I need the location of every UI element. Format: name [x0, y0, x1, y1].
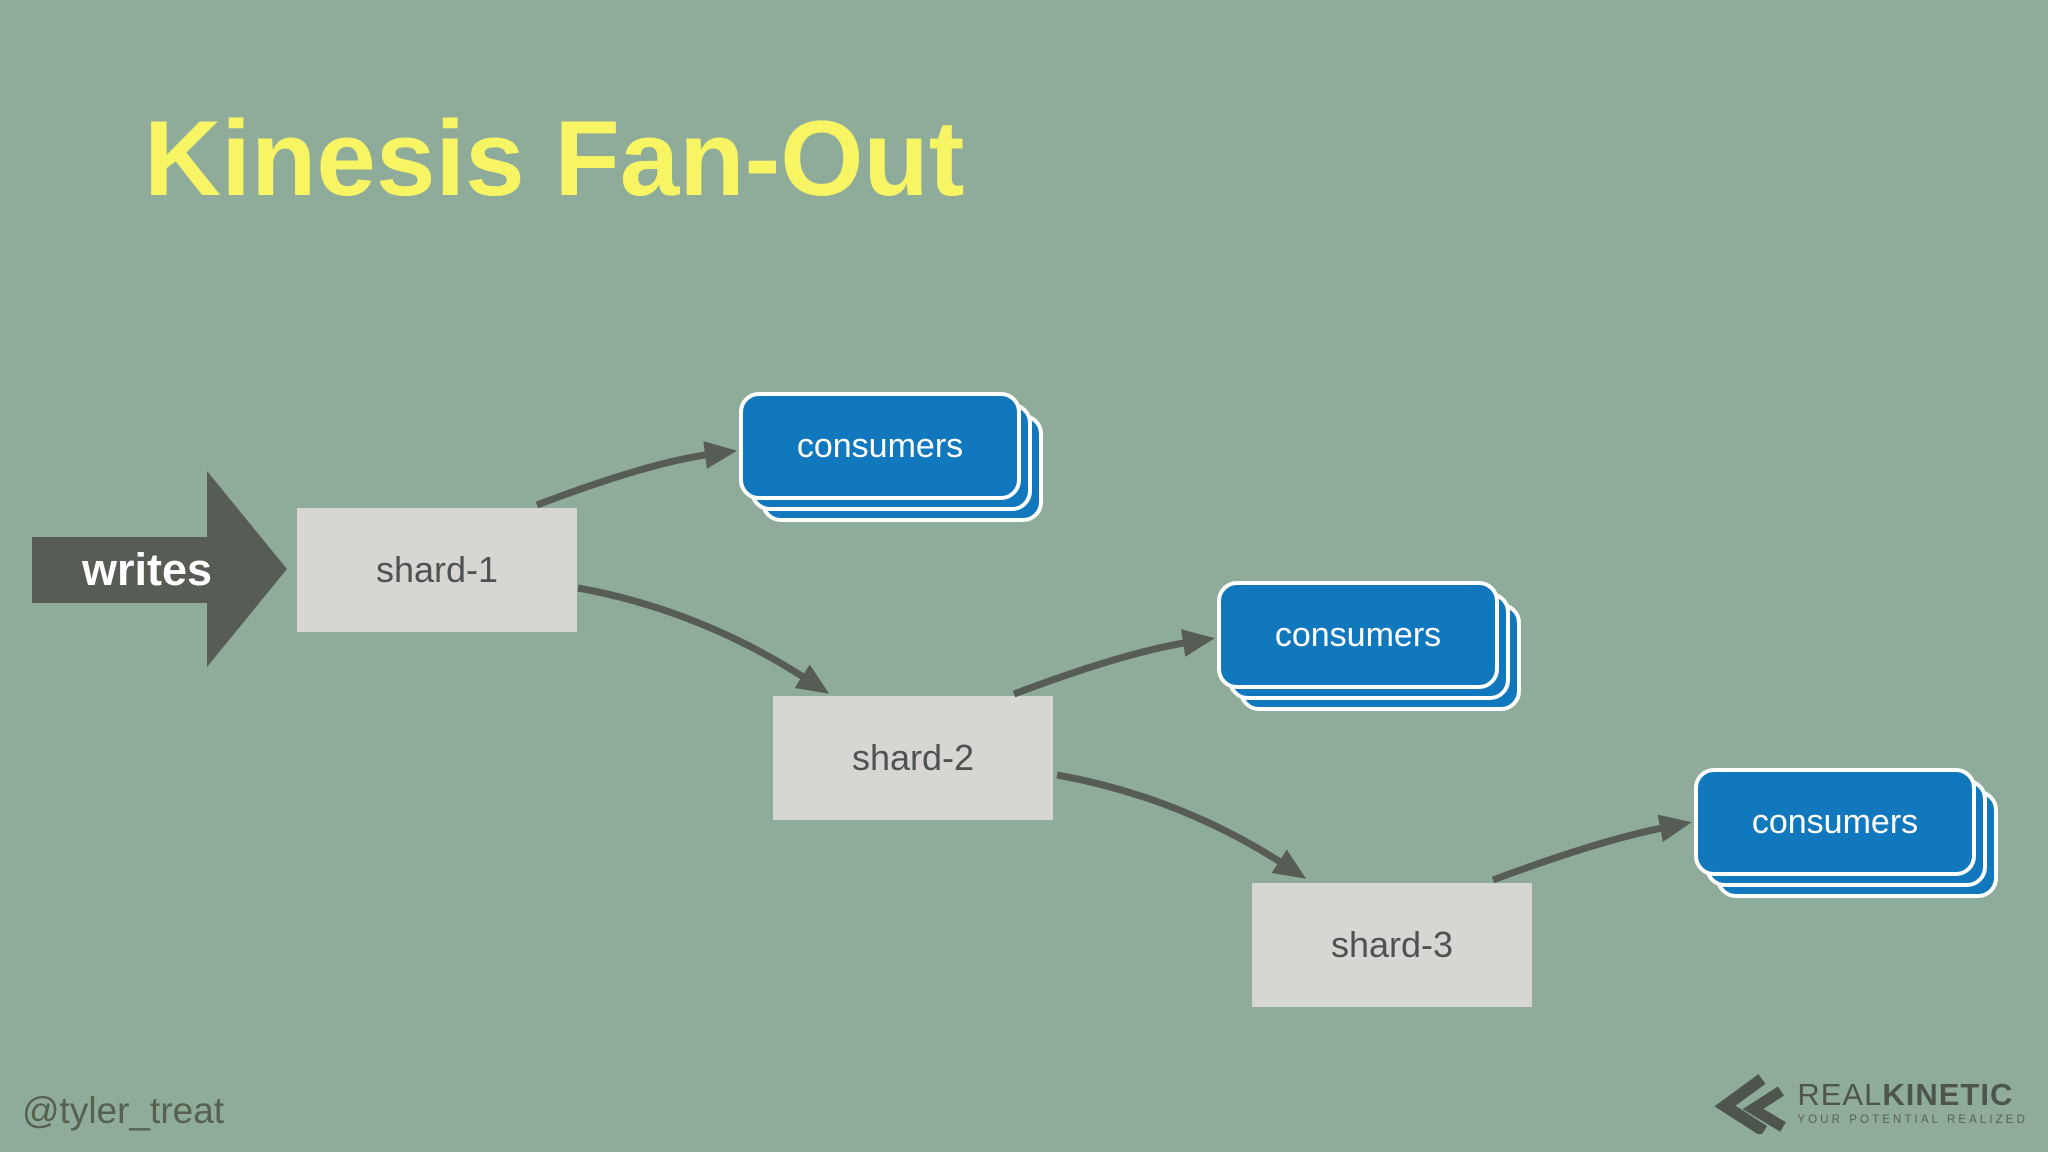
stack-front-layer: consumers	[1217, 581, 1499, 689]
realkinetic-logo: REALKINETIC YOUR POTENTIAL REALIZED	[1715, 1070, 2028, 1134]
node-shard-2: shard-2	[773, 696, 1053, 820]
consumers-1-label: consumers	[796, 426, 964, 465]
logo-tagline: YOUR POTENTIAL REALIZED	[1797, 1113, 2028, 1126]
logo-brand-kinetic: KINETIC	[1882, 1076, 2014, 1112]
writes-label: writes	[81, 544, 213, 595]
shard-2-label: shard-2	[851, 737, 975, 778]
arrow-shard1-to-shard2	[577, 584, 830, 694]
arrow-shard1-to-consumers1	[535, 441, 737, 509]
arrow-shard2-to-shard3	[1056, 771, 1307, 879]
twitter-handle: @tyler_treat	[22, 1090, 225, 1131]
consumers-stack-1: consumers	[739, 392, 1044, 523]
shard-1-label: shard-1	[375, 549, 499, 590]
consumers-3-label: consumers	[1751, 802, 1919, 841]
consumers-stack-3: consumers	[1694, 768, 1999, 899]
logo-brand-real: REAL	[1797, 1076, 1883, 1112]
stack-front-layer: consumers	[739, 392, 1021, 500]
stack-front-layer: consumers	[1694, 768, 1976, 876]
arrow-shard2-to-consumers2	[1012, 629, 1215, 698]
node-shard-1: shard-1	[297, 508, 577, 632]
logo-brand: REALKINETIC	[1797, 1079, 2028, 1110]
arrow-shard3-to-consumers3	[1491, 814, 1692, 884]
consumers-stack-2: consumers	[1217, 581, 1522, 712]
logo-text: REALKINETIC YOUR POTENTIAL REALIZED	[1797, 1079, 2028, 1126]
shard-3-label: shard-3	[1330, 924, 1454, 965]
consumers-2-label: consumers	[1274, 615, 1442, 654]
double-chevron-left-icon	[1715, 1074, 1787, 1134]
page-title: Kinesis Fan-Out	[144, 98, 965, 218]
node-shard-3: shard-3	[1252, 883, 1532, 1007]
